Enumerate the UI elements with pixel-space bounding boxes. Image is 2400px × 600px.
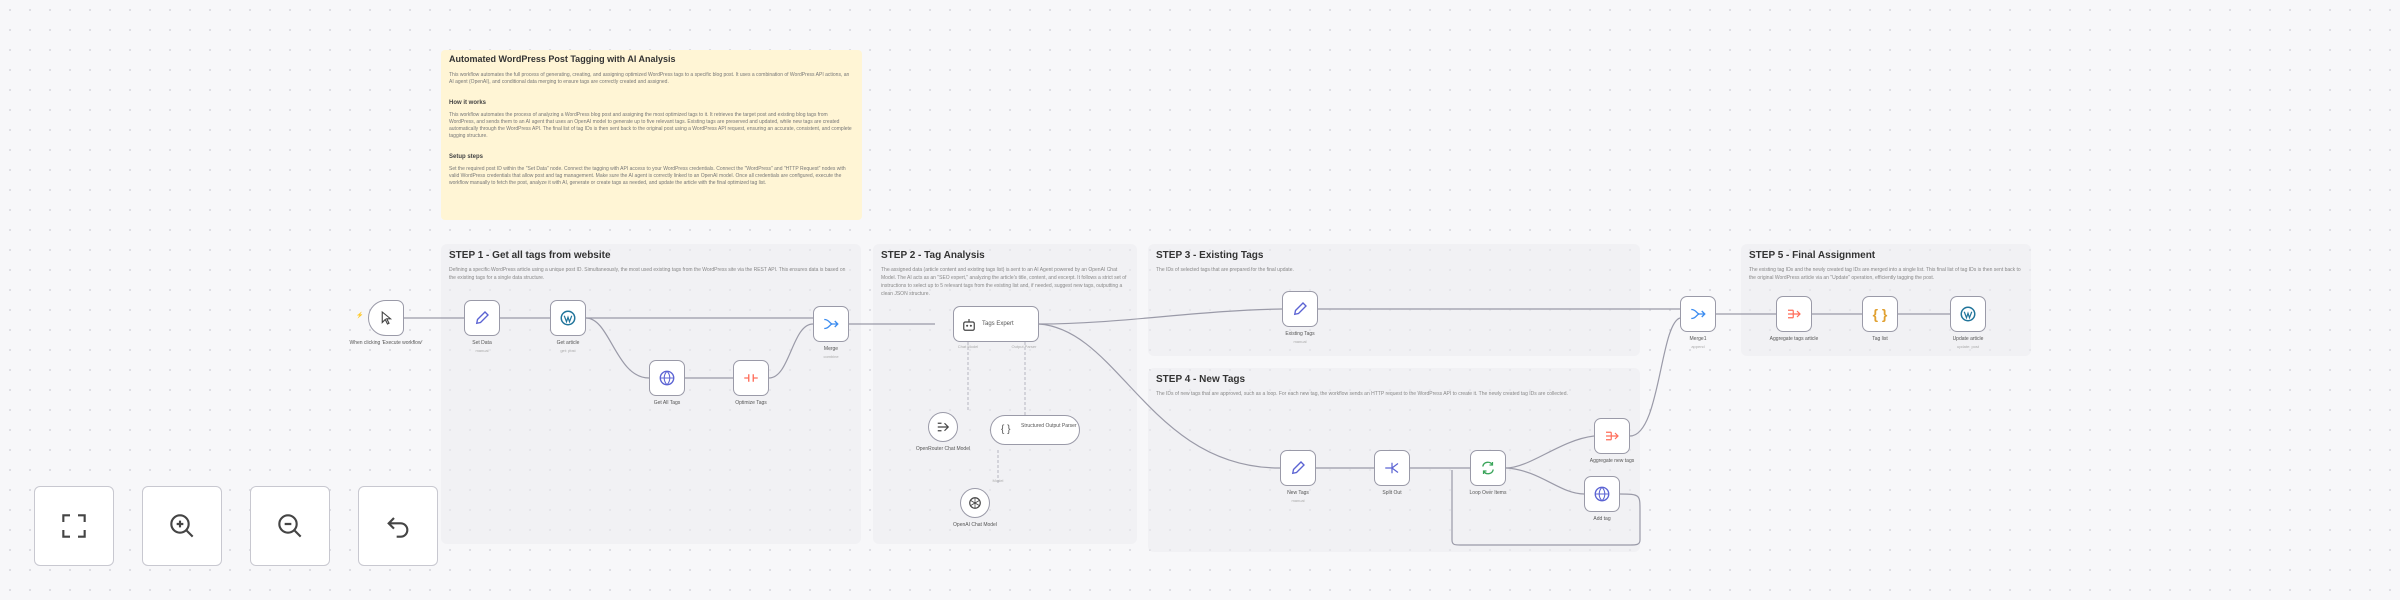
note-how-heading: How it works <box>449 100 487 106</box>
node-label: OpenAI Chat Model <box>953 522 997 528</box>
section-step-3[interactable]: STEP 3 - Existing Tags The IDs of select… <box>1148 244 1640 356</box>
section-description: The IDs of new tags that are approved, s… <box>1156 391 1568 397</box>
sticky-note[interactable]: Automated WordPress Post Tagging with AI… <box>441 50 862 220</box>
node-subtitle: update: post <box>1956 344 1980 349</box>
split-icon <box>1385 462 1399 474</box>
node-label: OpenRouter Chat Model <box>915 446 971 452</box>
aggregate-tags-article-node[interactable] <box>1776 296 1812 332</box>
set-data-node[interactable] <box>464 300 500 336</box>
node-label: Merge1 <box>1689 336 1707 342</box>
node-label: Update article <box>1952 336 1984 342</box>
pencil-icon <box>475 311 489 325</box>
openrouter-icon <box>937 422 950 432</box>
new-tags-node[interactable] <box>1280 450 1316 486</box>
code-braces-icon: { } <box>1872 306 1888 322</box>
node-label: Aggregate new tags <box>1589 458 1635 464</box>
zoom-in-button[interactable] <box>142 486 222 566</box>
node-subtitle: manual <box>1293 339 1307 344</box>
section-description: The IDs of selected tags that are prepar… <box>1156 267 1294 273</box>
node-label: Structured Output Parser <box>1021 423 1077 429</box>
section-description: Defining a specific WordPress article us… <box>449 267 846 281</box>
node-subtitle: manual <box>475 348 489 353</box>
zoom-out-button[interactable] <box>250 486 330 566</box>
node-subtitle: get: post <box>560 348 576 353</box>
undo-icon <box>387 517 409 538</box>
add-tag-node[interactable] <box>1584 476 1620 512</box>
note-setup-heading: Setup steps <box>449 154 484 160</box>
node-label: Tag list <box>1872 336 1888 342</box>
aggregate-new-tags-node[interactable] <box>1594 418 1630 454</box>
openai-icon <box>969 497 981 509</box>
braces-icon: { } <box>1001 424 1011 435</box>
split-out-node[interactable] <box>1374 450 1410 486</box>
section-title: STEP 3 - Existing Tags <box>1156 250 1264 261</box>
loop-icon <box>1482 461 1494 475</box>
get-all-tags-node[interactable] <box>649 360 685 396</box>
wordpress-icon <box>1960 306 1976 322</box>
merge-icon <box>1691 308 1706 320</box>
agent-port-chat-model: Chat Model <box>957 344 979 349</box>
fit-view-button[interactable] <box>34 486 114 566</box>
pencil-icon <box>1293 302 1307 316</box>
agent-port-model: Model <box>992 478 1004 483</box>
manual-trigger-node[interactable] <box>368 300 404 336</box>
node-label: Get article <box>556 340 580 346</box>
merge1-node[interactable] <box>1680 296 1716 332</box>
wordpress-icon <box>560 310 576 326</box>
node-label: New Tags <box>1287 490 1309 496</box>
node-label: Tags Expert <box>982 321 1014 327</box>
aggregate-icon <box>1606 431 1619 441</box>
node-label: Existing Tags <box>1285 331 1315 337</box>
section-title: STEP 2 - Tag Analysis <box>881 250 985 261</box>
structured-output-parser-node[interactable]: { } Structured Output Parser <box>990 415 1080 445</box>
section-step-2[interactable]: STEP 2 - Tag Analysis The assigned data … <box>873 244 1137 544</box>
update-article-node[interactable] <box>1950 296 1986 332</box>
fit-view-icon <box>62 514 86 538</box>
openai-chat-model-node[interactable] <box>960 488 990 518</box>
note-title: Automated WordPress Post Tagging with AI… <box>449 54 676 64</box>
node-label: Aggregate tags article <box>1769 336 1819 342</box>
merge-icon <box>824 318 839 330</box>
filter-icon <box>744 374 758 382</box>
optimize-tags-node[interactable] <box>733 360 769 396</box>
merge-node[interactable] <box>813 306 849 342</box>
agent-port-output-parser: Output Parser <box>1011 344 1037 349</box>
reset-zoom-button[interactable] <box>358 486 438 566</box>
note-setup-text: Set the required post ID within the "Set… <box>449 166 846 186</box>
section-title: STEP 1 - Get all tags from website <box>449 250 611 261</box>
tag-list-code-node[interactable]: { } <box>1862 296 1898 332</box>
node-label: Optimize Tags <box>735 400 767 406</box>
node-label: Add tag <box>1593 516 1611 522</box>
node-label: When clicking 'Execute workflow' <box>349 340 423 346</box>
note-how-text: This workflow automates the process of a… <box>449 112 852 139</box>
cursor-click-icon <box>381 310 393 325</box>
zoom-out-icon <box>278 514 302 538</box>
node-label: Set Data <box>472 340 492 346</box>
section-description: The existing tag IDs and the newly creat… <box>1749 267 2021 281</box>
node-subtitle: combine <box>823 354 839 359</box>
section-title: STEP 5 - Final Assignment <box>1749 250 1876 261</box>
tags-expert-agent-node[interactable] <box>953 306 1039 342</box>
node-subtitle: manual <box>1291 498 1305 503</box>
node-label: Loop Over Items <box>1469 490 1507 496</box>
node-label: Split Out <box>1382 490 1402 496</box>
zoom-in-icon <box>170 514 194 538</box>
node-label: Get All Tags <box>653 400 681 406</box>
get-article-node[interactable] <box>550 300 586 336</box>
robot-icon <box>963 319 975 331</box>
node-subtitle: append <box>1691 344 1705 349</box>
pencil-icon <box>1291 461 1305 475</box>
node-label: Merge <box>823 346 839 352</box>
globe-icon <box>659 370 675 386</box>
section-description: The assigned data (article content and e… <box>881 267 1127 297</box>
globe-icon <box>1594 486 1610 502</box>
trigger-bolt-icon: ⚡ <box>356 313 364 319</box>
note-intro: This workflow automates the full process… <box>449 72 850 85</box>
aggregate-icon <box>1788 309 1801 319</box>
section-title: STEP 4 - New Tags <box>1156 374 1246 385</box>
loop-over-items-node[interactable] <box>1470 450 1506 486</box>
openrouter-chat-model-node[interactable] <box>928 412 958 442</box>
existing-tags-node[interactable] <box>1282 291 1318 327</box>
